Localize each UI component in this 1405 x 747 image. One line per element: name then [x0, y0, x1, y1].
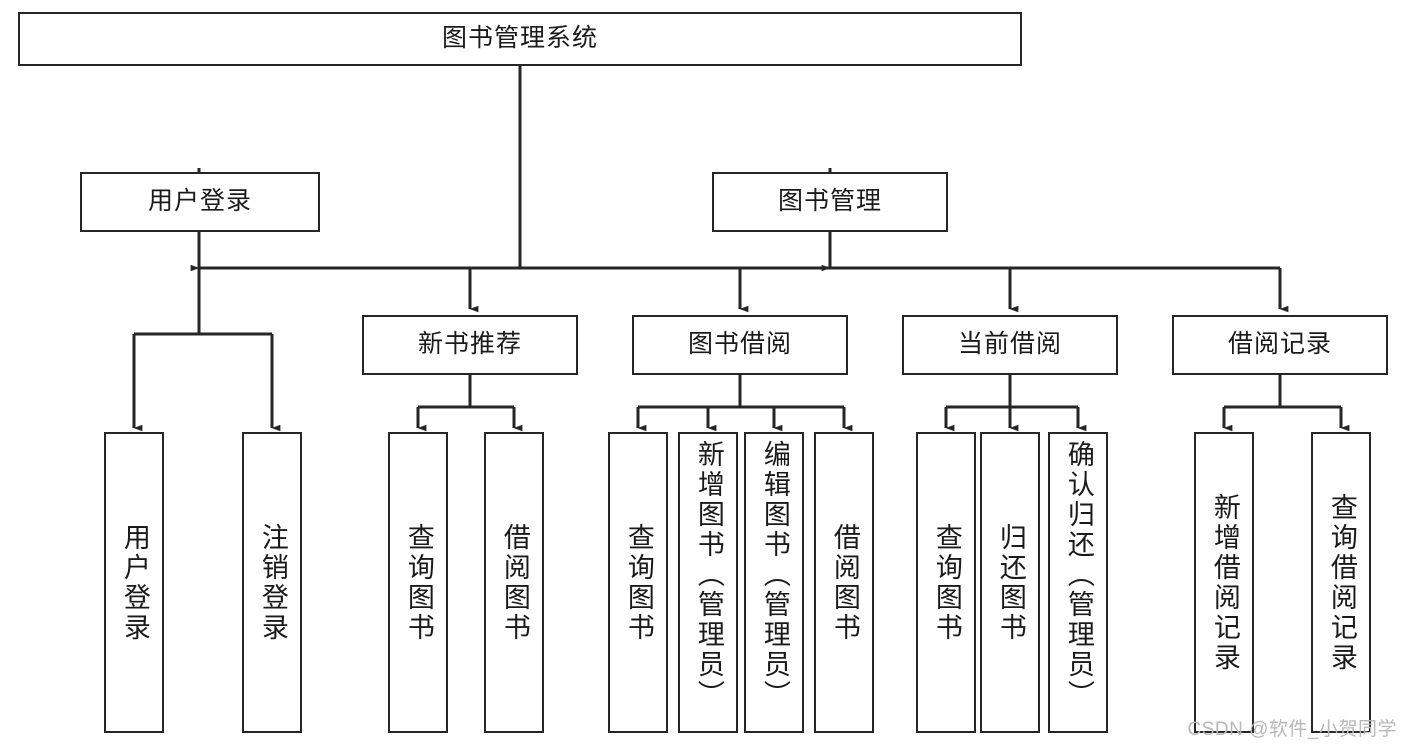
csdn-watermark: CSDN @软件_小贺同学: [1187, 719, 1397, 740]
node-new-book-recommend-label: 新书推荐: [417, 330, 522, 359]
node-leaf-add-book-label: 新增图书（管理员）: [693, 440, 724, 710]
node-root-label: 图书管理系统: [441, 24, 598, 53]
node-current-borrow-label: 当前借阅: [957, 330, 1062, 359]
node-leaf-query-book-1[interactable]: 查询图书: [388, 432, 448, 733]
node-leaf-borrow-book-1-label: 借阅图书: [499, 522, 530, 643]
node-leaf-query-book-2[interactable]: 查询图书: [608, 432, 668, 733]
node-leaf-confirm-return-label: 确认归还（管理员）: [1063, 440, 1094, 710]
node-leaf-query-record-label: 查询借阅记录: [1326, 492, 1357, 673]
node-borrow-record[interactable]: 借阅记录: [1172, 315, 1388, 375]
node-leaf-borrow-book-1[interactable]: 借阅图书: [484, 432, 544, 733]
node-book-borrow[interactable]: 图书借阅: [632, 315, 848, 375]
node-leaf-return-book[interactable]: 归还图书: [980, 432, 1040, 733]
node-leaf-user-login[interactable]: 用户登录: [104, 432, 164, 733]
node-leaf-confirm-return[interactable]: 确认归还（管理员）: [1048, 432, 1108, 733]
node-leaf-logout-login-label: 注销登录: [257, 522, 288, 643]
node-book-manage-label: 图书管理: [777, 187, 882, 216]
node-leaf-logout-login[interactable]: 注销登录: [242, 432, 302, 733]
node-book-manage[interactable]: 图书管理: [712, 172, 948, 232]
node-leaf-add-record-label: 新增借阅记录: [1209, 492, 1240, 673]
node-leaf-edit-book[interactable]: 编辑图书（管理员）: [744, 432, 804, 733]
node-leaf-return-book-label: 归还图书: [995, 522, 1026, 643]
node-leaf-add-book[interactable]: 新增图书（管理员）: [678, 432, 738, 733]
node-leaf-query-book-3-label: 查询图书: [931, 522, 962, 643]
node-book-borrow-label: 图书借阅: [687, 330, 792, 359]
node-user-login[interactable]: 用户登录: [80, 172, 320, 232]
node-borrow-record-label: 借阅记录: [1227, 330, 1332, 359]
node-leaf-edit-book-label: 编辑图书（管理员）: [759, 440, 790, 710]
node-leaf-query-book-2-label: 查询图书: [623, 522, 654, 643]
node-leaf-query-book-1-label: 查询图书: [403, 522, 434, 643]
node-root[interactable]: 图书管理系统: [18, 12, 1022, 66]
node-leaf-user-login-label: 用户登录: [119, 522, 150, 643]
node-user-login-label: 用户登录: [147, 187, 252, 216]
node-new-book-recommend[interactable]: 新书推荐: [362, 315, 578, 375]
node-leaf-query-book-3[interactable]: 查询图书: [916, 432, 976, 733]
node-leaf-query-record[interactable]: 查询借阅记录: [1311, 432, 1371, 733]
node-current-borrow[interactable]: 当前借阅: [902, 315, 1118, 375]
node-leaf-borrow-book-2-label: 借阅图书: [829, 522, 860, 643]
node-leaf-add-record[interactable]: 新增借阅记录: [1194, 432, 1254, 733]
node-leaf-borrow-book-2[interactable]: 借阅图书: [814, 432, 874, 733]
